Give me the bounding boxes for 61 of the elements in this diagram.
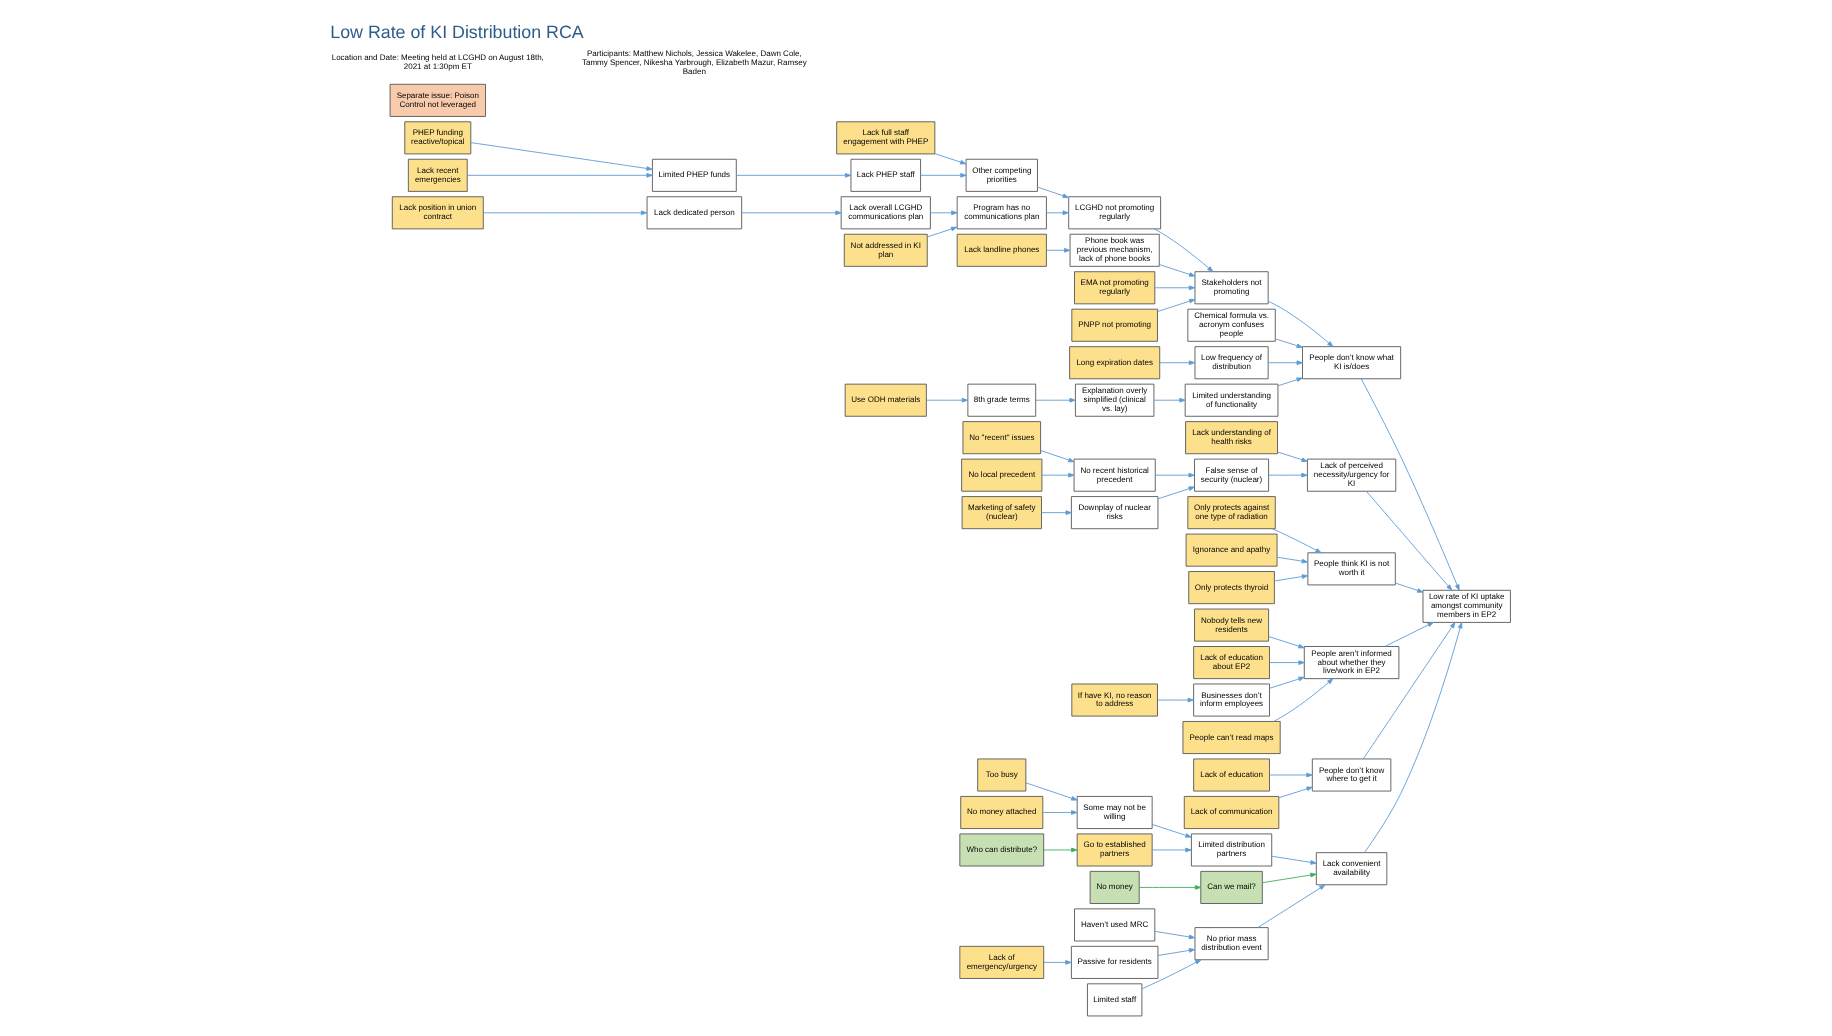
arrow bbox=[919, 173, 966, 178]
arrow bbox=[1363, 622, 1462, 853]
arrow bbox=[1266, 300, 1333, 347]
arrow bbox=[929, 210, 957, 216]
arrow bbox=[1154, 472, 1194, 478]
arrow bbox=[1359, 378, 1459, 591]
arrow bbox=[1276, 377, 1302, 387]
arrow bbox=[465, 173, 652, 178]
arrow bbox=[1042, 960, 1071, 965]
arrow bbox=[1153, 228, 1213, 273]
arrow bbox=[1364, 490, 1452, 591]
arrow bbox=[1137, 885, 1201, 890]
arrow bbox=[1152, 397, 1185, 403]
arrow bbox=[1270, 528, 1321, 554]
arrow bbox=[933, 153, 966, 165]
arrow bbox=[1267, 472, 1307, 478]
arrow bbox=[1270, 855, 1316, 865]
arrow bbox=[1275, 556, 1307, 564]
arrow bbox=[1261, 872, 1316, 884]
arrow bbox=[740, 210, 841, 216]
arrow bbox=[926, 226, 957, 238]
arrow bbox=[1268, 772, 1312, 778]
arrow bbox=[1272, 678, 1333, 722]
arrow bbox=[1156, 486, 1194, 500]
arrow bbox=[1267, 636, 1304, 649]
arrow bbox=[1274, 338, 1302, 348]
arrow bbox=[1153, 285, 1195, 291]
arrow bbox=[1273, 574, 1308, 582]
arrow bbox=[1268, 676, 1304, 689]
arrow bbox=[1393, 582, 1423, 593]
arrow bbox=[1157, 264, 1195, 277]
arrow bbox=[469, 142, 652, 171]
arrow bbox=[1156, 697, 1193, 703]
arrow bbox=[1156, 298, 1195, 312]
diagram-title: Low Rate of KI Distribution RCA bbox=[329, 21, 583, 42]
arrow bbox=[1040, 472, 1074, 478]
arrow bbox=[1268, 660, 1304, 665]
arrow bbox=[1045, 247, 1070, 253]
arrow bbox=[1153, 930, 1195, 940]
arrow bbox=[1024, 782, 1077, 801]
arrow bbox=[1256, 884, 1325, 929]
arrow bbox=[1150, 847, 1191, 853]
arrow bbox=[1039, 450, 1074, 463]
arrow bbox=[1040, 510, 1071, 515]
arrow bbox=[1276, 451, 1307, 462]
arrow bbox=[1158, 360, 1195, 366]
arrow bbox=[1034, 397, 1075, 403]
arrow bbox=[1277, 786, 1312, 799]
arrow bbox=[1383, 622, 1433, 647]
arrow bbox=[1361, 622, 1455, 760]
arrow bbox=[734, 173, 851, 178]
arrow bbox=[481, 210, 647, 216]
arrow bbox=[1140, 959, 1201, 990]
arrow bbox=[1041, 810, 1077, 815]
arrow bbox=[1045, 210, 1068, 216]
arrow bbox=[1266, 360, 1302, 366]
arrow bbox=[1156, 948, 1195, 956]
arrow bbox=[1042, 847, 1077, 853]
arrow bbox=[1150, 824, 1191, 838]
arrow bbox=[925, 397, 968, 403]
arrow bbox=[1036, 186, 1068, 198]
